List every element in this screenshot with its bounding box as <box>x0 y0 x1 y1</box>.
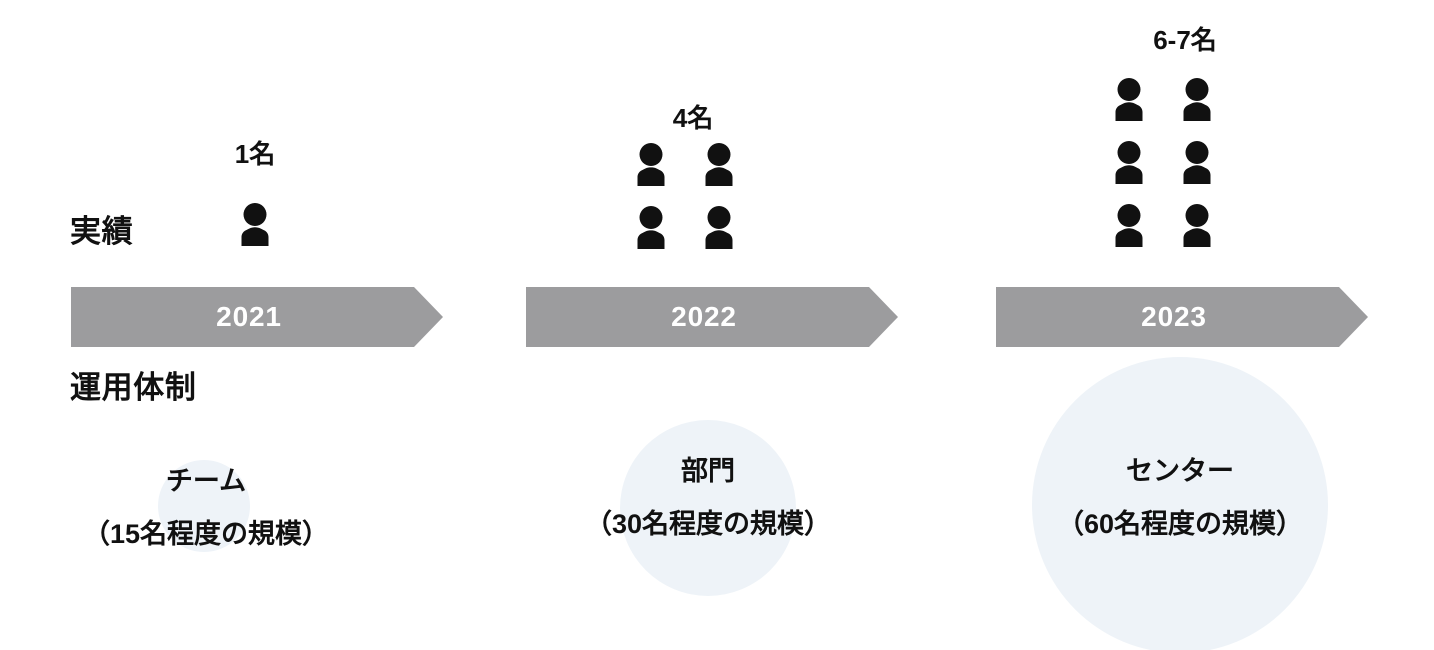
person-icon <box>696 142 742 188</box>
row-label-achievement: 実績 <box>70 214 134 249</box>
person-icon <box>628 205 674 251</box>
structure-name: 部門 <box>681 456 735 486</box>
person-icon <box>1174 203 1220 249</box>
people-group-2022 <box>628 142 742 251</box>
row-label-structure: 運用体制 <box>70 370 197 405</box>
year-label: 2023 <box>1141 301 1207 332</box>
person-icon <box>1174 77 1220 123</box>
structure-size: （60名程度の規模） <box>1056 509 1304 539</box>
scale-circle-2023 <box>1032 357 1328 650</box>
person-icon <box>232 202 278 248</box>
headcount-caption-2023: 6-7名 <box>1153 25 1217 55</box>
structure-name: センター <box>1126 456 1234 486</box>
person-icon <box>628 142 674 188</box>
scale-circle-2021 <box>158 460 250 552</box>
year-label: 2021 <box>216 301 282 332</box>
structure-name: チーム <box>165 466 247 496</box>
structure-block-2022: 部門 （30名程度の規模） <box>566 458 850 538</box>
structure-block-2023: センター （60名程度の規模） <box>1038 458 1322 538</box>
year-arrow-2022: 2022 <box>526 287 898 347</box>
structure-block-2021: チーム （15名程度の規模） <box>64 468 348 548</box>
year-arrow-2023: 2023 <box>996 287 1368 347</box>
person-icon <box>1174 140 1220 186</box>
people-group-2021 <box>232 202 278 248</box>
year-label: 2022 <box>671 301 737 332</box>
person-icon <box>1106 203 1152 249</box>
year-arrow-2021: 2021 <box>71 287 443 347</box>
scale-circle-2022 <box>620 420 796 596</box>
people-group-2023 <box>1106 77 1220 249</box>
person-icon <box>1106 140 1152 186</box>
structure-size: （30名程度の規模） <box>584 509 832 539</box>
headcount-caption-2021: 1名 <box>234 139 276 169</box>
structure-size: （15名程度の規模） <box>82 519 330 549</box>
person-icon <box>696 205 742 251</box>
person-icon <box>1106 77 1152 123</box>
headcount-caption-2022: 4名 <box>672 103 714 133</box>
